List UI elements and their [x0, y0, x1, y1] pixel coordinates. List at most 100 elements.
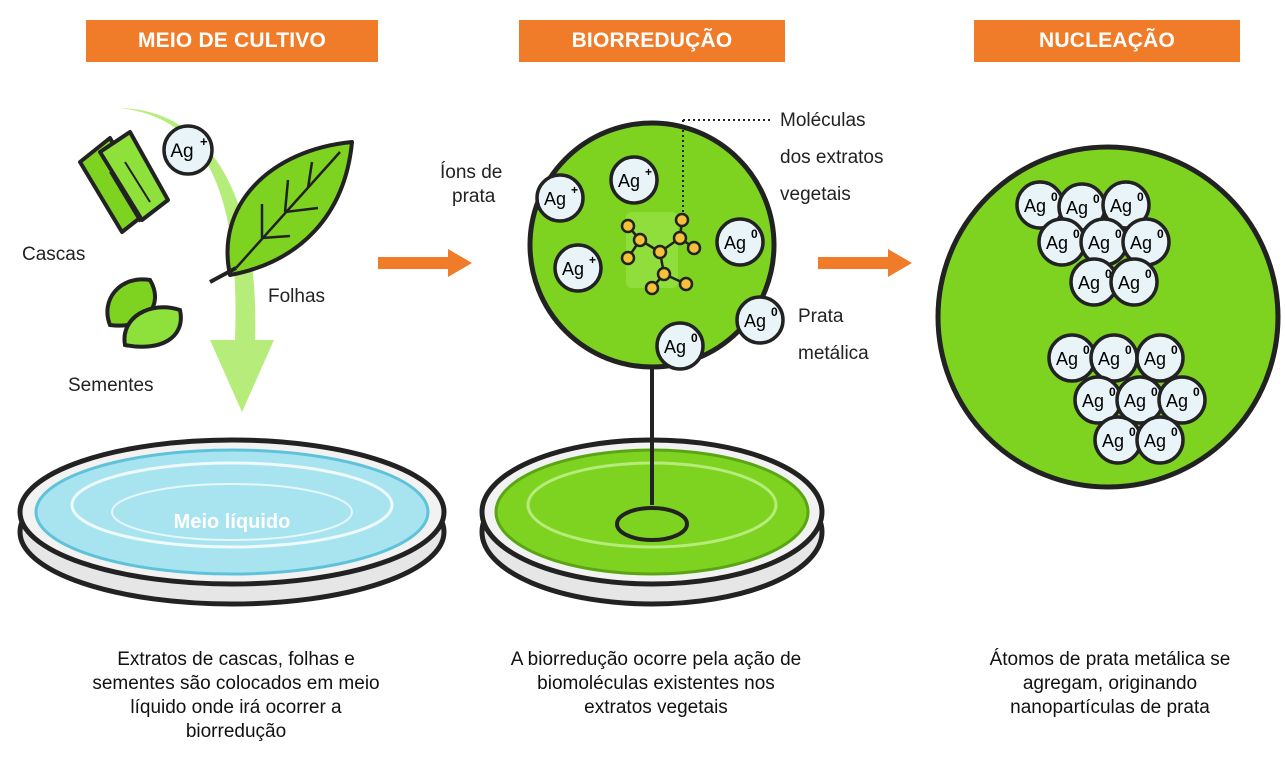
stage-3-title: NUCLEAÇÃO	[974, 20, 1240, 62]
atom-charge: 0	[751, 227, 758, 241]
atom-symbol: Ag	[1144, 349, 1166, 369]
atom-symbol: Ag	[1088, 233, 1110, 253]
liquid-label: Meio líquido	[174, 511, 291, 533]
atom-charge: +	[645, 165, 652, 179]
atom-symbol: Ag	[544, 189, 566, 209]
petri-dish-icon	[479, 437, 825, 607]
silver-metal-atom: Ag 0	[1157, 375, 1207, 425]
leaf-label: Folhas	[268, 286, 325, 307]
silver-metal-atom: Ag 0	[1093, 415, 1143, 465]
silver-metal-atom: Ag 0	[1135, 415, 1185, 465]
ions-label-line-2: prata	[452, 186, 496, 207]
caption-line: biorredução	[185, 721, 287, 742]
silver-metal-atom: Ag 0	[735, 295, 785, 345]
silver-metal-atom: Ag 0	[1037, 217, 1087, 267]
atom-symbol: Ag	[1130, 233, 1152, 253]
atom-charge: 0	[1109, 385, 1116, 399]
caption-line: biomoléculas existentes nos	[537, 673, 775, 694]
molecules-label-line-1: Moléculas	[780, 110, 866, 131]
petri-dish-icon	[17, 437, 447, 607]
atom-symbol: Ag	[1098, 349, 1120, 369]
atom-symbol: Ag	[562, 259, 584, 279]
atom-symbol: Ag	[724, 233, 746, 253]
bark-label: Cascas	[22, 244, 85, 265]
seed-icon	[105, 277, 183, 349]
ions-label-line-1: Íons de	[440, 162, 502, 183]
caption-line: extratos vegetais	[584, 697, 728, 718]
atom-symbol: Ag	[1024, 196, 1046, 216]
atom-symbol: Ag	[1056, 349, 1078, 369]
caption-line: sementes são colocados em meio	[92, 673, 380, 694]
caption-line: Átomos de prata metálica se	[989, 649, 1231, 670]
atom-symbol: Ag	[1118, 273, 1140, 293]
molecule-icon	[620, 212, 702, 296]
atom-charge: 0	[1145, 267, 1152, 281]
atom-symbol: Ag	[1046, 233, 1068, 253]
atom-symbol: Ag	[1066, 198, 1088, 218]
atom-charge: 0	[771, 305, 778, 319]
arrow-right-icon	[818, 249, 912, 277]
bark-icon	[78, 130, 170, 234]
atom-symbol: Ag	[1124, 391, 1146, 411]
atom-symbol: Ag	[170, 141, 193, 162]
silver-metal-atom: Ag 0	[1089, 333, 1139, 383]
arrow-right-icon	[378, 249, 472, 277]
atom-symbol: Ag	[664, 337, 686, 357]
atom-charge: 0	[1151, 385, 1158, 399]
atom-charge: 0	[1051, 190, 1058, 204]
atom-charge: +	[571, 183, 578, 197]
stage-2-title: BIORREDUÇÃO	[519, 20, 785, 62]
atom-charge: 0	[691, 331, 698, 345]
caption-stage-1: Extratos de cascas, folhas e sementes sã…	[66, 648, 406, 744]
caption-stage-3: Átomos de prata metálica se agregam, ori…	[940, 648, 1280, 720]
atom-symbol: Ag	[1110, 196, 1132, 216]
atom-symbol: Ag	[1166, 391, 1188, 411]
caption-line: Extratos de cascas, folhas e	[117, 649, 355, 670]
atom-symbol: Ag	[1144, 431, 1166, 451]
silver-ion-atom: Ag +	[162, 124, 214, 176]
atom-charge: 0	[1157, 227, 1164, 241]
atom-charge: 0	[1193, 385, 1200, 399]
silver-metal-atom: Ag 0	[1069, 257, 1119, 307]
caption-line: agregam, originando	[1022, 673, 1198, 694]
silver-metal-atom: Ag 0	[655, 321, 705, 371]
atom-charge: 0	[1129, 425, 1136, 439]
atom-charge: 0	[1093, 192, 1100, 206]
silver-ion-atom: Ag +	[553, 243, 603, 293]
silver-metal-atom: Ag 0	[1047, 333, 1097, 383]
atom-charge: 0	[1083, 343, 1090, 357]
silver-metal-atom: Ag 0	[1109, 257, 1159, 307]
falling-arrow-icon	[120, 108, 274, 412]
atom-charge: 0	[1171, 425, 1178, 439]
atom-charge: 0	[1073, 227, 1080, 241]
atom-charge: +	[200, 134, 208, 149]
caption-line: A biorredução ocorre pela ação de	[510, 649, 802, 670]
molecules-label-line-3: vegetais	[780, 184, 851, 205]
atom-symbol: Ag	[1102, 431, 1124, 451]
atom-charge: 0	[1105, 267, 1112, 281]
caption-line: nanopartículas de prata	[1010, 697, 1210, 718]
metal-label-line-1: Prata	[798, 306, 844, 327]
atom-charge: 0	[1171, 343, 1178, 357]
atom-symbol: Ag	[618, 171, 640, 191]
silver-metal-atom: Ag 0	[1135, 333, 1185, 383]
atom-symbol: Ag	[1078, 273, 1100, 293]
caption-stage-2: A biorredução ocorre pela ação de biomol…	[486, 648, 826, 720]
silver-metal-atom: Ag 0	[715, 217, 765, 267]
atom-symbol: Ag	[744, 311, 766, 331]
seed-label: Sementes	[68, 375, 154, 396]
silver-metal-atom: Ag 0	[1121, 217, 1171, 267]
stage-1-title: MEIO DE CULTIVO	[86, 20, 378, 62]
atom-charge: 0	[1115, 227, 1122, 241]
leaf-icon	[209, 140, 354, 284]
silver-ion-atom: Ag +	[609, 155, 659, 205]
atom-charge: +	[589, 253, 596, 267]
molecules-label-line-2: dos extratos	[780, 147, 884, 168]
atom-symbol: Ag	[1082, 391, 1104, 411]
silver-ion-atom: Ag +	[535, 173, 585, 223]
caption-line: líquido onde irá ocorrer a	[130, 697, 342, 718]
atom-charge: 0	[1125, 343, 1132, 357]
